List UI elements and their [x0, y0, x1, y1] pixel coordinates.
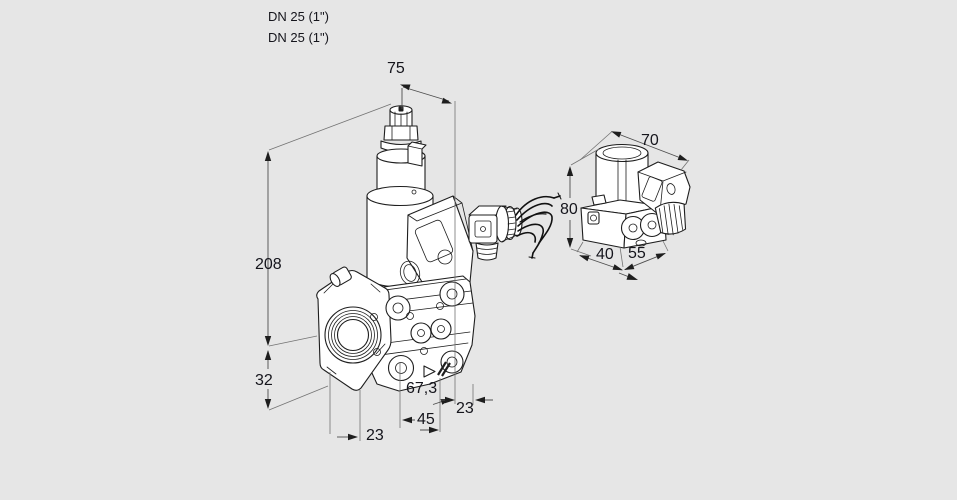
dim-32-label: 32	[255, 372, 273, 389]
dim-80-label: 80	[560, 201, 578, 218]
dim-23-left-label: 23	[366, 427, 384, 444]
dim-offset-32: 32	[255, 350, 329, 411]
size-label-2: DN 25 (1")	[268, 30, 329, 45]
bottom-extension-lines	[329, 363, 474, 441]
body-fasteners-and-ports	[370, 281, 465, 382]
size-label-1: DN 25 (1")	[268, 9, 329, 24]
dim-width-75: 75	[387, 60, 456, 404]
cable-plug-connector	[468, 192, 562, 261]
pipe-flange	[316, 266, 392, 391]
valve-stem-stack	[376, 105, 427, 196]
main-valve-view	[316, 105, 476, 392]
dim-67-3-label: 67,3	[406, 380, 437, 397]
dim-offset-23-left: 23	[337, 427, 384, 444]
dim-height-208: 208	[255, 103, 392, 347]
dim-55-label: 55	[628, 245, 646, 262]
dim-depth-40: 40	[576, 241, 638, 280]
flange-lug	[329, 266, 352, 287]
dim-width-67-3: 67,3	[406, 380, 451, 405]
dim-23-right-label: 23	[456, 400, 474, 417]
side-coil	[595, 143, 649, 212]
side-coil-nut	[654, 201, 687, 236]
connector-wires	[515, 192, 562, 259]
dim-75-label: 75	[387, 60, 405, 77]
dim-70-label: 70	[641, 132, 659, 149]
flow-arrow-icon	[423, 365, 436, 378]
dim-40-label: 40	[596, 246, 614, 263]
side-valve-view	[580, 143, 691, 249]
dim-45-label: 45	[417, 411, 435, 428]
dim-width-70: 70	[579, 131, 690, 171]
dim-208-label: 208	[255, 256, 282, 273]
dim-width-45: 45	[402, 411, 439, 434]
flow-direction-marks	[423, 361, 451, 378]
dim-width-55: 55	[624, 240, 669, 270]
cable-gland	[475, 242, 499, 261]
dim-height-80: 80	[560, 148, 600, 257]
dim-offset-23-right: 23	[441, 396, 493, 417]
